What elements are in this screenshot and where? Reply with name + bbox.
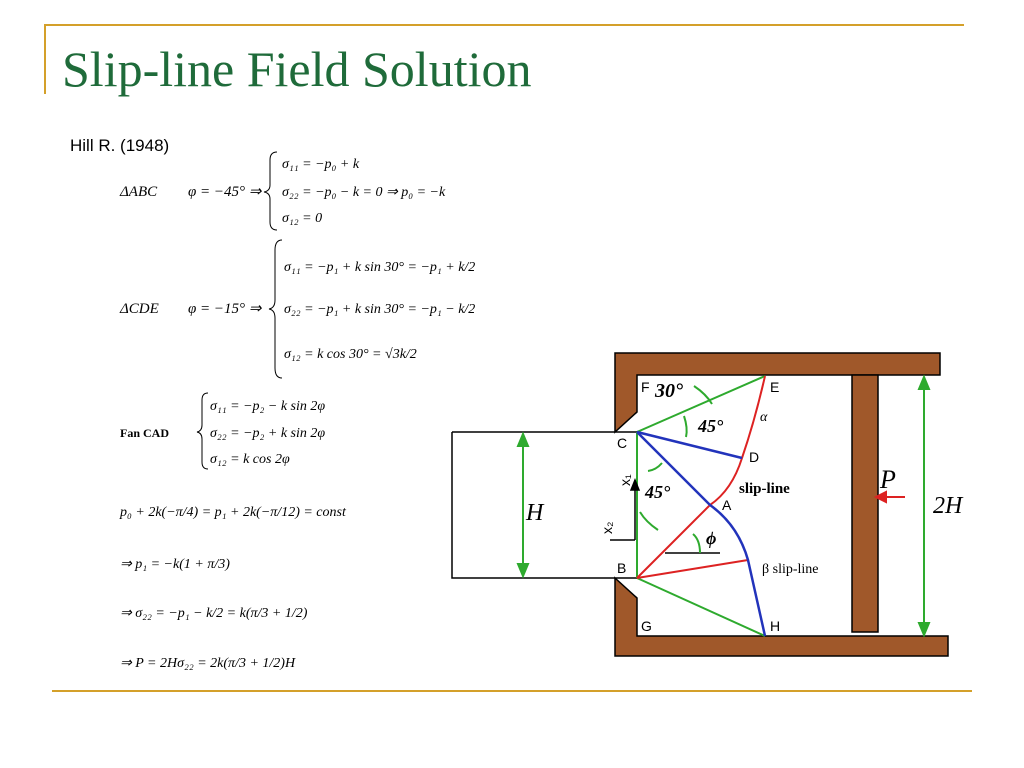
height-arrow-H	[516, 431, 530, 579]
abc-brace	[263, 151, 278, 231]
abc-line-3: σ₁₂ = 0	[282, 211, 322, 226]
blue-slip-lines	[636, 430, 767, 637]
abc-line-2: σ₂₂ = −p₀ − k = 0 ⇒ p₀ = −k	[282, 185, 446, 200]
point-F: F	[641, 379, 650, 395]
cde-line-1: σ₁₁ = −p₁ + k sin 30° = −p₁ + k/2	[284, 260, 475, 275]
phi-label: ϕ	[706, 528, 716, 548]
H-label: H	[525, 500, 545, 526]
fan-line-3: σ₁₂ = k cos 2φ	[210, 452, 290, 467]
axis-x1-label: x₁	[617, 474, 633, 486]
fan-line-2: σ₂₂ = −p₂ + k sin 2φ	[210, 426, 325, 441]
2H-label: 2H	[933, 493, 964, 519]
fan-label: Fan CAD	[120, 426, 169, 440]
punch	[851, 374, 879, 633]
point-H: H	[770, 618, 780, 634]
top-rule	[44, 24, 964, 26]
billet-outline	[451, 431, 637, 579]
abc-label: ΔABC	[119, 184, 158, 200]
cde-line-3: σ₁₂ = k cos 30° = √3k/2	[284, 347, 417, 362]
angle-30-label: 30°	[654, 380, 683, 402]
point-B: B	[617, 560, 626, 576]
P-label: P	[879, 465, 896, 494]
sigma22-equation: ⇒ σ₂₂ = −p₁ − k/2 = k(π/3 + 1/2)	[120, 606, 308, 621]
axis-x2-label: x₂	[599, 522, 615, 534]
bottom-rule	[52, 690, 972, 692]
point-G: G	[641, 618, 652, 634]
p1-equation: ⇒ p₁ = −k(1 + π/3)	[120, 557, 230, 572]
die-lower	[614, 576, 949, 657]
cde-line-2: σ₂₂ = −p₁ + k sin 30° = −p₁ − k/2	[284, 302, 475, 317]
phi-arc	[692, 533, 701, 554]
axes	[610, 477, 641, 541]
height-arrow-2H	[917, 374, 931, 638]
load-arrow	[873, 490, 905, 504]
slip-line-label: slip-line	[739, 481, 790, 497]
angle-arcs	[639, 385, 713, 531]
const-equation: p₀ + 2k(−π/4) = p₁ + 2k(−π/12) = const	[119, 505, 347, 520]
cde-label: ΔCDE	[119, 301, 159, 317]
point-C: C	[617, 435, 627, 451]
left-rule	[44, 24, 46, 94]
point-A: A	[722, 497, 732, 513]
load-equation: ⇒ P = 2Hσ₂₂ = 2k(π/3 + 1/2)H	[120, 656, 296, 671]
slide-title: Slip-line Field Solution	[62, 41, 532, 97]
point-D: D	[749, 449, 759, 465]
angle-45-mid-label: 45°	[644, 482, 671, 502]
red-slip-lines	[636, 375, 766, 579]
fan-brace	[196, 392, 209, 470]
beta-slip-line-label: β slip-line	[762, 562, 819, 577]
fan-line-1: σ₁₁ = −p₂ − k sin 2φ	[210, 399, 325, 414]
angle-45-top-label: 45°	[697, 416, 724, 436]
green-slip-lines	[636, 375, 766, 637]
cde-phi: φ = −15° ⇒	[188, 301, 263, 317]
point-E: E	[770, 379, 779, 395]
cde-brace	[268, 239, 283, 379]
abc-line-1: σ₁₁ = −p₀ + k	[282, 157, 360, 172]
alpha-label: α	[760, 410, 768, 425]
citation: Hill R. (1948)	[70, 136, 170, 155]
abc-phi: φ = −45° ⇒	[188, 184, 263, 200]
